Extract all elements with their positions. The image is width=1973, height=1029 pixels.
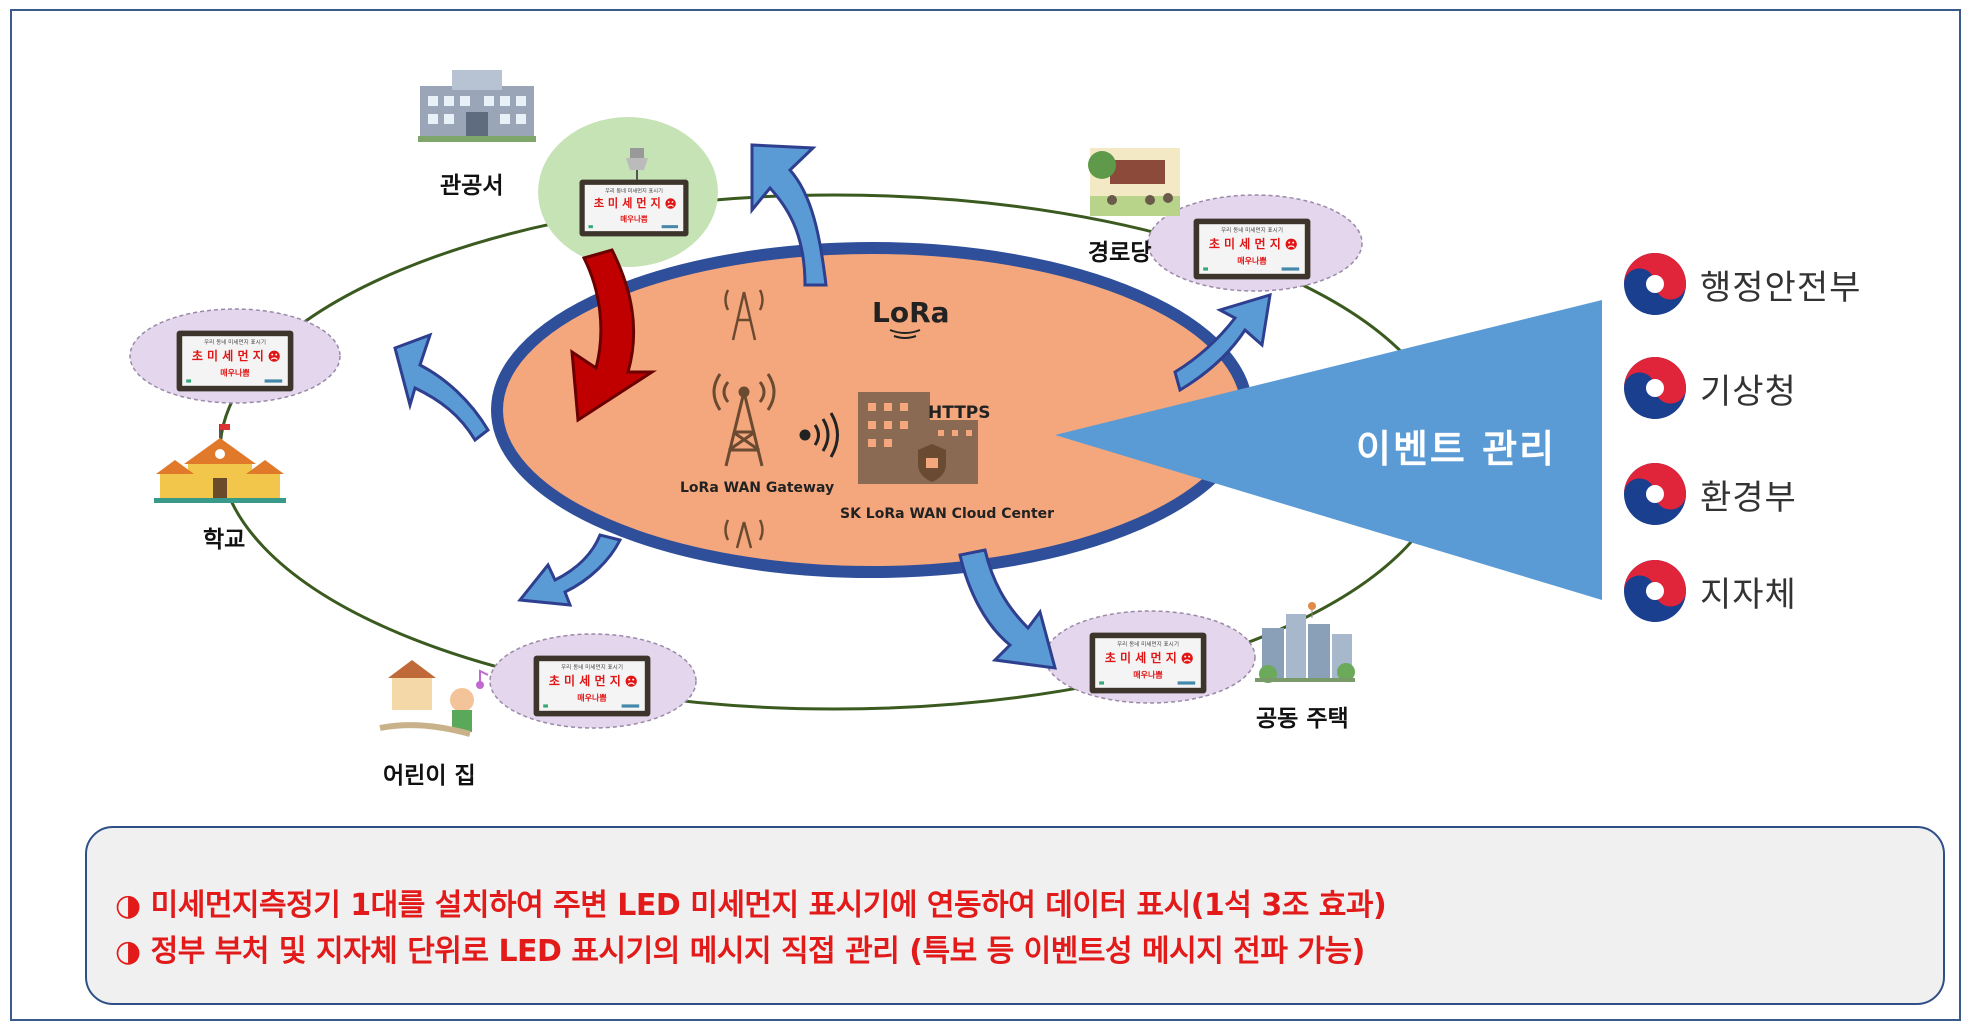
ministry-name: 기상청 xyxy=(1700,371,1797,412)
arrow-to-senior xyxy=(1173,292,1272,393)
ministry-name: 행정안전부 xyxy=(1700,267,1862,308)
ministry-emblem-icon-1 xyxy=(1624,253,1686,315)
ministry-emblem-icon-3 xyxy=(1624,463,1686,525)
ministry-item: 환경부 xyxy=(1622,459,1922,529)
senior-center-icon xyxy=(1088,148,1180,216)
cloud-center-label: SK LoRa WAN Cloud Center xyxy=(840,506,1054,522)
gateway-label: LoRa WAN Gateway xyxy=(680,480,834,496)
cloud-building-icon xyxy=(858,392,978,484)
ministry-item: 기상청 xyxy=(1622,353,1922,423)
arrow-to-school xyxy=(393,332,490,443)
arrow-to-daycare xyxy=(517,533,623,607)
note-line-1: ◑ 미세먼지측정기 1대를 설치하여 주변 LED 미세먼지 표시기에 연동하여… xyxy=(115,888,1387,923)
event-funnel xyxy=(1055,300,1602,600)
note-line-2: ◑ 정부 부처 및 지자체 단위로 LED 표시기의 메시지 직접 관리 (특보… xyxy=(115,934,1365,969)
apartment-icon xyxy=(1255,602,1355,683)
diagram-frame xyxy=(10,9,1961,1021)
notes-box: ◑ 미세먼지측정기 1대를 설치하여 주변 LED 미세먼지 표시기에 연동하여… xyxy=(85,826,1945,1005)
lora-logo-waves xyxy=(889,329,921,339)
government-building-icon xyxy=(418,70,536,142)
label-daycare: 어린이 집 xyxy=(383,763,476,789)
school-icon xyxy=(154,424,286,503)
arrow-from-govt-red xyxy=(570,248,658,423)
lora-antenna-icon-top xyxy=(724,289,764,341)
ministry-emblem-icon-2 xyxy=(1624,357,1686,419)
label-apartment: 공동 주택 xyxy=(1256,706,1349,732)
arrow-to-govt xyxy=(750,143,828,287)
label-senior-center: 경로당 xyxy=(1088,240,1152,266)
daycare-icon xyxy=(379,660,489,737)
lora-logo: LoRa xyxy=(872,296,950,329)
https-label: HTTPS xyxy=(928,403,991,423)
label-school: 학교 xyxy=(203,527,246,553)
label-government-office: 관공서 xyxy=(440,173,504,199)
ministry-emblem-icon-4 xyxy=(1624,560,1686,622)
ministry-item: 지자체 xyxy=(1622,556,1922,626)
ministry-item: 행정안전부 xyxy=(1622,249,1922,319)
ministry-name: 지자체 xyxy=(1700,574,1797,615)
arrow-to-apartment xyxy=(958,548,1058,670)
gateway-tower-icon xyxy=(712,373,776,467)
signal-waves-icon xyxy=(799,412,839,458)
lora-antenna-icon-bottom xyxy=(724,519,764,549)
ministry-name: 환경부 xyxy=(1700,477,1797,518)
dust-sensor-icon xyxy=(626,148,648,180)
event-management-label: 이벤트 관리 xyxy=(1356,427,1557,471)
